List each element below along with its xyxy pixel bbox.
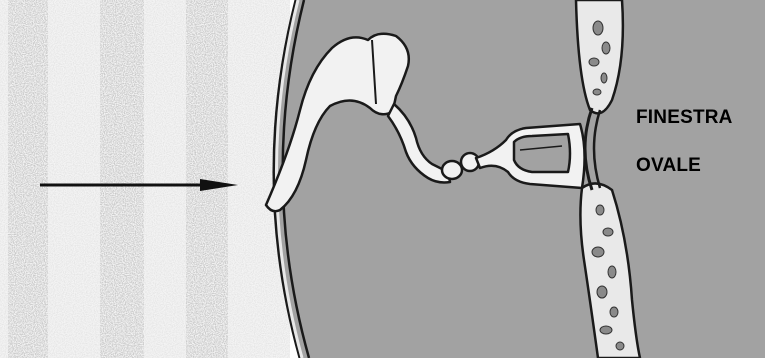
stapes-foramen bbox=[514, 134, 570, 172]
sound-wave-field bbox=[0, 0, 290, 358]
lenticular-process bbox=[442, 161, 462, 179]
finestra-label: FINESTRA bbox=[636, 108, 733, 127]
sound-wave-haze bbox=[0, 0, 290, 358]
ovale-label: OVALE bbox=[636, 156, 701, 175]
